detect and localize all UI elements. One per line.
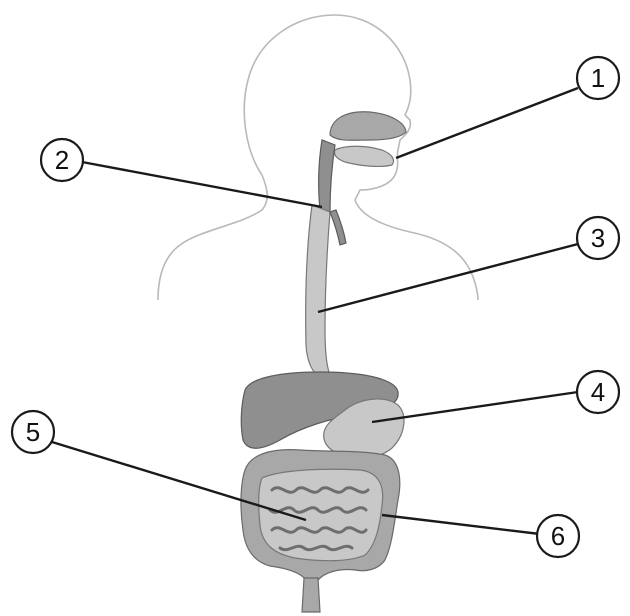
nasal-cavity: [330, 112, 406, 141]
callout-number-6: 6: [551, 521, 565, 551]
callout-1: 1: [577, 57, 619, 99]
callout-6: 6: [537, 515, 579, 557]
leader-line-3: [318, 244, 578, 312]
callout-5: 5: [12, 411, 54, 453]
rectum: [302, 578, 320, 612]
tongue: [334, 146, 393, 166]
leader-line-4: [372, 392, 578, 422]
oral-cavity: [319, 112, 406, 212]
callout-3: 3: [577, 217, 619, 259]
pharynx: [319, 140, 335, 212]
callout-number-3: 3: [591, 223, 605, 253]
callout-number-4: 4: [591, 377, 605, 407]
esophagus: [306, 205, 330, 378]
leader-line-6: [382, 515, 540, 534]
callout-4: 4: [577, 371, 619, 413]
trachea: [330, 210, 346, 245]
callout-number-1: 1: [591, 63, 605, 93]
leader-line-2: [82, 162, 322, 207]
callout-number-5: 5: [26, 417, 40, 447]
callout-2: 2: [41, 139, 83, 181]
callout-number-2: 2: [55, 145, 69, 175]
leader-line-1: [396, 88, 578, 158]
